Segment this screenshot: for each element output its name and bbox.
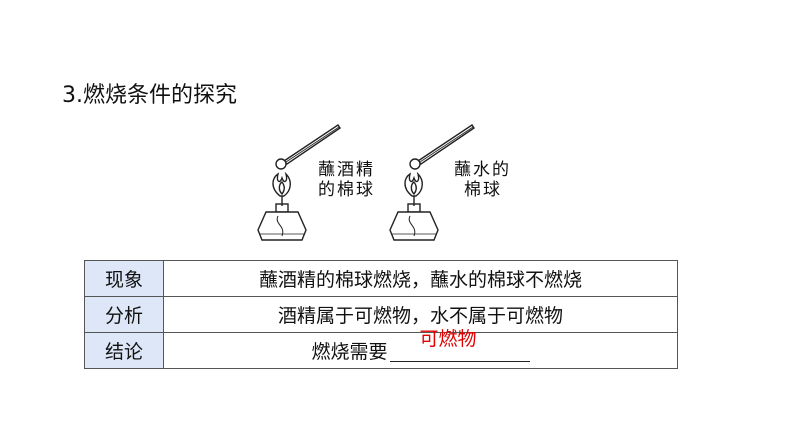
results-table: 现象 蘸酒精的棉球燃烧，蘸水的棉球不燃烧 分析 酒精属于可燃物，水不属于可燃物 …: [84, 260, 678, 369]
left-caption: 蘸酒精 的棉球: [318, 160, 375, 200]
row-value: 酒精属于可燃物，水不属于可燃物: [163, 296, 678, 333]
row-label: 现象: [84, 260, 164, 297]
right-lamp: [389, 211, 439, 241]
left-caption-line: 的棉球: [318, 180, 375, 200]
left-cotton-ball: [275, 158, 287, 170]
left-flame: [272, 171, 291, 197]
table-row: 分析 酒精属于可燃物，水不属于可燃物: [84, 296, 678, 333]
row-label: 结论: [84, 332, 164, 369]
right-caption-line: 蘸水的: [454, 160, 511, 180]
right-cotton-ball: [409, 158, 421, 170]
section-heading: 3.燃烧条件的探究: [62, 83, 237, 108]
right-caption: 蘸水的 棉球: [454, 160, 511, 200]
conclusion-cell: 燃烧需要 可燃物: [163, 328, 678, 369]
answer-text: 可燃物: [419, 328, 477, 350]
row-label: 分析: [84, 296, 164, 333]
table-row: 现象 蘸酒精的棉球燃烧，蘸水的棉球不燃烧: [84, 260, 678, 297]
conclusion-text: 燃烧需要: [311, 341, 388, 363]
answer-blank: 可燃物: [388, 328, 530, 363]
row-value: 蘸酒精的棉球燃烧，蘸水的棉球不燃烧: [163, 260, 678, 297]
right-setup: [389, 124, 475, 241]
left-lamp: [257, 211, 307, 241]
right-caption-line: 棉球: [464, 180, 502, 200]
experiment-illustration: 蘸酒精 的棉球 蘸水的 棉球: [240, 118, 540, 250]
left-setup: [257, 124, 341, 241]
left-caption-line: 蘸酒精: [318, 160, 375, 180]
experiment-drawing: [257, 124, 475, 241]
right-flame: [404, 171, 423, 197]
table-row: 结论 燃烧需要 可燃物: [84, 328, 678, 369]
